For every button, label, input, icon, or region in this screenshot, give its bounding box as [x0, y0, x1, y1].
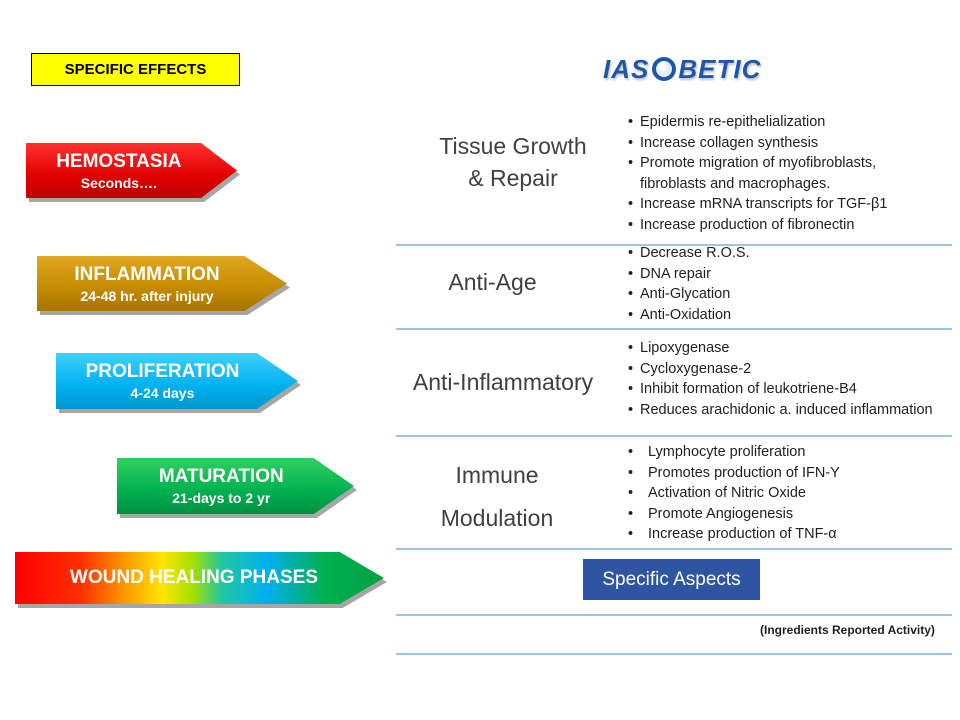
- list-item: Increase mRNA transcripts for TGF-β1: [628, 194, 928, 215]
- phase-subtitle: 21-days to 2 yr: [172, 490, 271, 506]
- tissue-growth-list: Epidermis re-epithelialization Increase …: [628, 112, 928, 235]
- iasobetic-logo: IAS BETIC: [603, 52, 761, 86]
- list-item: Increase collagen synthesis: [628, 133, 928, 154]
- specific-aspects-label: Specific Aspects: [583, 559, 760, 600]
- phase-subtitle: 4-24 days: [130, 385, 195, 401]
- phase-subtitle: Seconds….: [80, 174, 157, 191]
- list-item: Promotes production of IFN-Y: [628, 463, 928, 484]
- phase-arrow-inflammation: INFLAMMATION 24-48 hr. after injury: [37, 256, 287, 311]
- list-item: Lipoxygenase: [628, 338, 943, 359]
- anti-inflammatory-list: Lipoxygenase Cycloxygenase-2 Inhibit for…: [628, 338, 943, 420]
- category-immune-modulation: Immune Modulation: [420, 454, 574, 540]
- phase-arrow-proliferation: PROLIFERATION 4-24 days: [56, 353, 298, 409]
- specific-effects-label: SPECIFIC EFFECTS: [31, 53, 240, 86]
- category-label: Tissue Growth: [439, 133, 587, 159]
- phase-arrow-maturation: MATURATION 21-days to 2 yr: [117, 458, 354, 514]
- category-label: & Repair: [468, 165, 558, 191]
- list-item: Increase production of TNF-α: [628, 524, 928, 545]
- anti-age-list: Decrease R.O.S. DNA repair Anti-Glycatio…: [628, 243, 928, 325]
- phase-title: HEMOSTASIA: [56, 150, 182, 172]
- phase-arrow-hemostasia: HEMOSTASIA Seconds….: [26, 143, 237, 198]
- list-item: DNA repair: [628, 264, 928, 285]
- list-item: Cycloxygenase-2: [628, 359, 943, 380]
- category-label: Modulation: [440, 505, 554, 531]
- footnote: (Ingredients Reported Activity): [760, 623, 935, 637]
- list-item: Activation of Nitric Oxide: [628, 483, 928, 504]
- list-item: Inhibit formation of leukotriene-B4: [628, 379, 943, 400]
- list-item: Promote Angiogenesis: [628, 504, 928, 525]
- list-item: Anti-Glycation: [628, 284, 928, 305]
- category-label: Immune: [455, 462, 539, 488]
- divider-line: [396, 614, 952, 616]
- list-item: Decrease R.O.S.: [628, 243, 928, 264]
- list-item: Increase production of fibronectin: [628, 215, 928, 236]
- divider-line: [396, 328, 952, 330]
- logo-text-left: IAS: [603, 53, 650, 84]
- phase-title: PROLIFERATION: [85, 361, 240, 382]
- list-item: Promote migration of myofibroblasts, fib…: [628, 153, 928, 194]
- list-item: Anti-Oxidation: [628, 305, 928, 326]
- immune-modulation-list: Lymphocyte proliferation Promotes produc…: [628, 442, 928, 545]
- logo-text-right: BETIC: [678, 53, 762, 84]
- phase-title: MATURATION: [158, 466, 284, 487]
- wound-healing-title: WOUND HEALING PHASES: [69, 567, 318, 588]
- category-label: Anti-Age: [448, 269, 537, 295]
- list-item: Reduces arachidonic a. induced inflammat…: [628, 400, 943, 421]
- divider-line: [396, 435, 952, 437]
- category-anti-age: Anti-Age: [420, 266, 565, 298]
- category-label: Anti-Inflammatory: [412, 369, 594, 395]
- logo-o-icon: [652, 57, 677, 81]
- divider-line: [396, 548, 952, 550]
- category-anti-inflammatory: Anti-Inflammatory: [400, 366, 606, 398]
- divider-line: [396, 653, 952, 655]
- phase-title: INFLAMMATION: [74, 263, 220, 285]
- list-item: Lymphocyte proliferation: [628, 442, 928, 463]
- category-tissue-growth: Tissue Growth & Repair: [420, 130, 606, 194]
- phase-subtitle: 24-48 hr. after injury: [80, 287, 214, 304]
- list-item: Epidermis re-epithelialization: [628, 112, 928, 133]
- phase-arrow-wound-healing: WOUND HEALING PHASES: [15, 552, 384, 604]
